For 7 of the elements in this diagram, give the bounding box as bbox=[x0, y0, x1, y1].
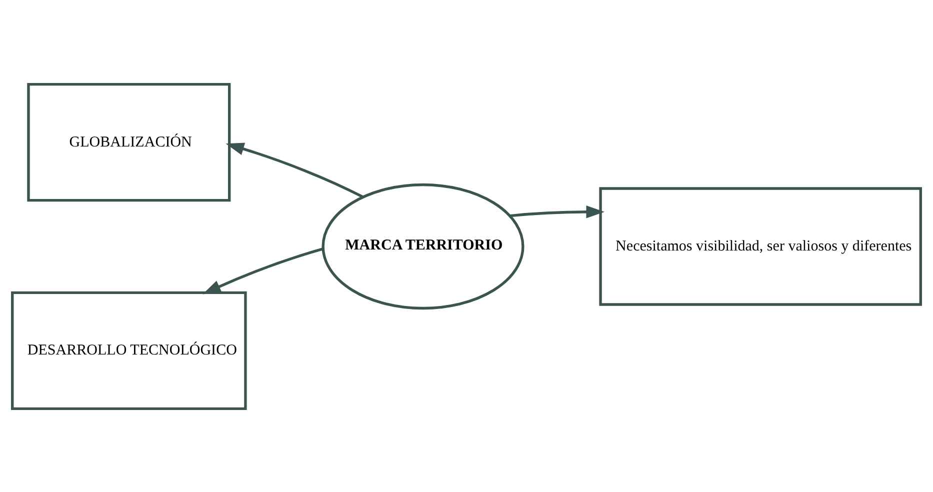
node-ellipse: MARCA TERRITORIO bbox=[322, 182, 524, 310]
node-box: Necesitamos visibilidad, ser valiosos y diferentes bbox=[599, 186, 922, 306]
arrow bbox=[202, 247, 324, 294]
node-box: DESARROLLO TECNOLÓGICO bbox=[11, 290, 247, 410]
arrow bbox=[226, 142, 364, 198]
node-box: GLOBALIZACIÓN bbox=[27, 82, 231, 202]
arrow bbox=[510, 204, 605, 218]
